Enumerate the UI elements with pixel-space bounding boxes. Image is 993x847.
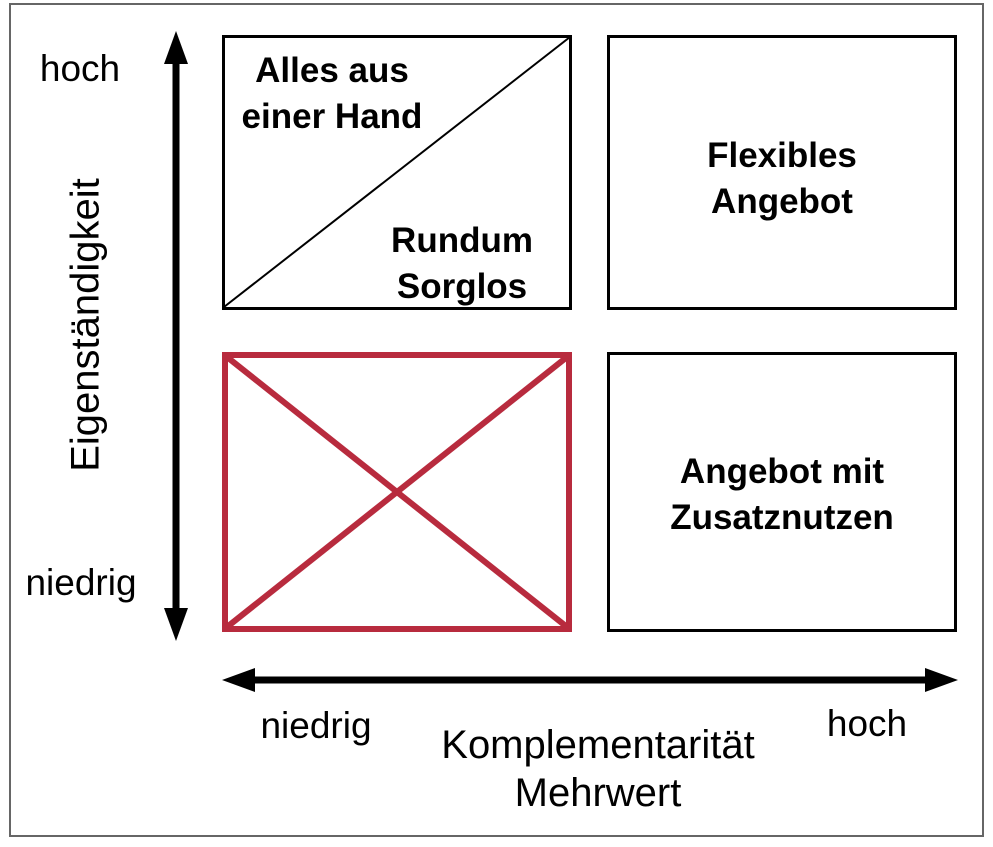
quadrant-label-line: Angebot mit — [679, 452, 885, 491]
x-axis-low-label: niedrig — [260, 705, 372, 746]
quadrant-label-line: Rundum — [391, 221, 533, 260]
y-axis-high-label: hoch — [39, 48, 121, 89]
quadrant-label-line: Flexibles — [707, 136, 857, 175]
x-axis-title-line1: Komplementarität — [441, 723, 755, 767]
x-axis-title: Komplementarität Mehrwert — [441, 721, 754, 817]
quadrant-label-line: Angebot — [711, 182, 853, 221]
y-axis-title: Eigenständigkeit — [63, 178, 108, 472]
quadrant-label-alles-aus-einer-hand: Alles aus einer Hand — [242, 48, 423, 140]
x-axis-title-line2: Mehrwert — [514, 771, 682, 815]
quadrant-label-line: Sorglos — [396, 267, 528, 306]
quadrant-label-rundum-sorglos: Rundum Sorglos — [391, 218, 533, 310]
quadrant-top-right-box — [607, 35, 957, 310]
quadrant-label-flexibles-angebot: Flexibles Angebot — [707, 133, 857, 225]
quadrant-label-line: Zusatznutzen — [670, 498, 894, 537]
x-axis-high-label: hoch — [826, 703, 908, 744]
slide-border — [9, 3, 984, 837]
quadrant-bottom-left-excluded-box — [222, 352, 572, 632]
quadrant-label-line: einer Hand — [241, 97, 423, 136]
quadrant-bottom-right-box — [607, 352, 957, 632]
quadrant-label-line: Alles aus — [255, 51, 409, 90]
y-axis-low-label: niedrig — [25, 562, 137, 603]
quadrant-label-angebot-mit-zusatznutzen: Angebot mit Zusatznutzen — [670, 449, 894, 541]
